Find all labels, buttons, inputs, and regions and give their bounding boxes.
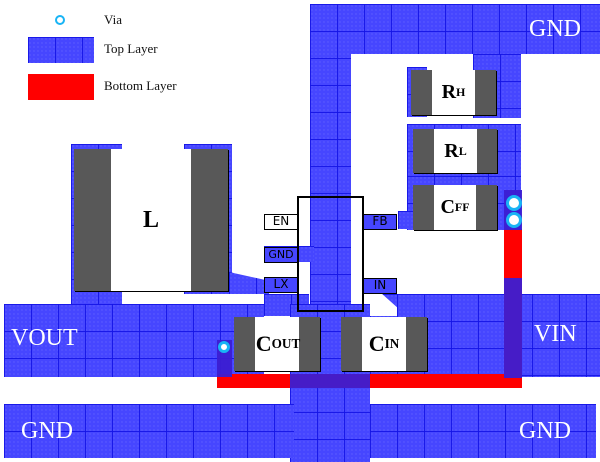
ic-package-outline <box>297 196 364 312</box>
rh-pad-right <box>475 70 496 115</box>
rl-pad-left <box>413 129 434 173</box>
ic-pin-in: IN <box>363 278 397 294</box>
legend-label-top-layer: Top Layer <box>104 41 158 56</box>
ic-pin-en: EN <box>264 214 298 230</box>
cout-label-main: C <box>255 331 272 356</box>
rl-pad-right <box>477 129 497 173</box>
net-label-gnd-bottom-right: GND <box>519 418 571 444</box>
cout-label-sub: OUT <box>271 336 301 351</box>
gnd-bottom-right-plane <box>370 404 596 458</box>
via-cff-2 <box>506 212 522 228</box>
lx-trace <box>229 272 269 294</box>
inductor-label: L <box>111 149 191 291</box>
net-label-vout: VOUT <box>11 325 78 351</box>
ic-pin-lx: LX <box>264 277 298 293</box>
ic-pin-gnd: GND <box>264 247 298 263</box>
rh-label-main: R <box>441 81 457 103</box>
legend-label-bottom-layer: Bottom Layer <box>104 78 177 93</box>
legend-label-via: Via <box>104 12 122 27</box>
inductor-pad-right <box>191 149 228 291</box>
cff-pad-left <box>413 185 434 230</box>
rh-body <box>432 70 475 115</box>
cff-label-sub: FF <box>454 200 470 214</box>
rh-pad-left <box>411 70 432 115</box>
cout-pad-right <box>299 317 320 371</box>
bottom-overlap-right-vertical <box>504 278 522 378</box>
cff-label-main: C <box>440 196 455 218</box>
rl-label-sub: L <box>458 143 467 158</box>
rh-label-sub: H <box>456 85 466 99</box>
bottom-layer-swatch <box>28 74 94 100</box>
inductor-pad-left <box>74 149 111 291</box>
cin-pad-right <box>406 317 427 371</box>
net-label-vin: VIN <box>534 321 577 347</box>
top-layer-swatch <box>28 37 94 63</box>
inductor-body <box>111 149 191 291</box>
inductor-l: L <box>74 149 228 291</box>
cout-body <box>255 317 299 371</box>
cff-pad-right <box>476 185 497 230</box>
gnd-vertical-trace <box>310 4 351 314</box>
net-label-gnd-bottom-left: GND <box>21 418 73 444</box>
rl-label-main: R <box>444 139 459 162</box>
via-cff-1 <box>506 195 522 211</box>
net-label-gnd-top: GND <box>529 16 581 42</box>
cout-pad-left <box>234 317 255 371</box>
cin-body <box>362 317 406 371</box>
cin-pad-left <box>341 317 362 371</box>
rl-body <box>434 129 477 173</box>
ic-pin-fb: FB <box>363 214 397 230</box>
cin-label-sub: IN <box>384 336 400 351</box>
gnd-bottom-left-plane <box>4 404 294 458</box>
bottom-overlap-center <box>290 374 370 388</box>
via-vout <box>218 341 230 353</box>
inductor-label-main: L <box>142 206 159 233</box>
via-icon <box>55 15 65 25</box>
gnd-top-plane <box>310 4 600 54</box>
cin-label-main: C <box>368 331 385 356</box>
cff-body <box>434 185 476 230</box>
